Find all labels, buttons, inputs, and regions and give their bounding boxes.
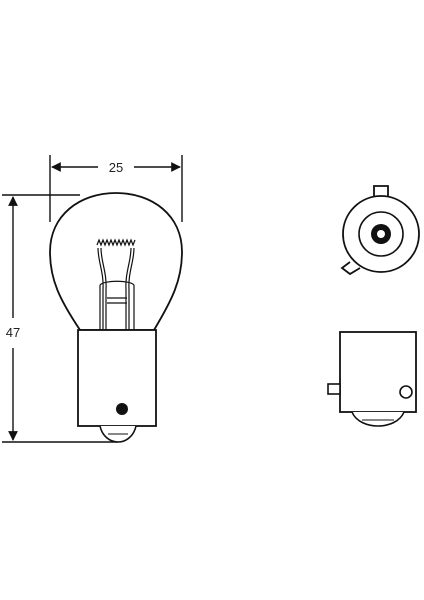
filament-assembly (96, 238, 136, 330)
bayonet-pin (116, 403, 128, 415)
side-tab (340, 261, 361, 276)
top-tab (373, 185, 389, 197)
base-left-pin (327, 383, 341, 395)
width-label: 25 (109, 160, 123, 175)
height-dimension: 47 (2, 194, 118, 443)
base-view (327, 331, 417, 427)
base-bottom-cap (351, 411, 405, 427)
side-view (49, 192, 183, 443)
base-right-pin (399, 385, 413, 399)
glass-envelope (49, 192, 183, 331)
top-view (340, 185, 420, 276)
top-contact-inner (377, 230, 385, 238)
width-dimension: 25 (49, 155, 183, 222)
base-body (339, 331, 417, 413)
height-label: 47 (6, 325, 20, 340)
